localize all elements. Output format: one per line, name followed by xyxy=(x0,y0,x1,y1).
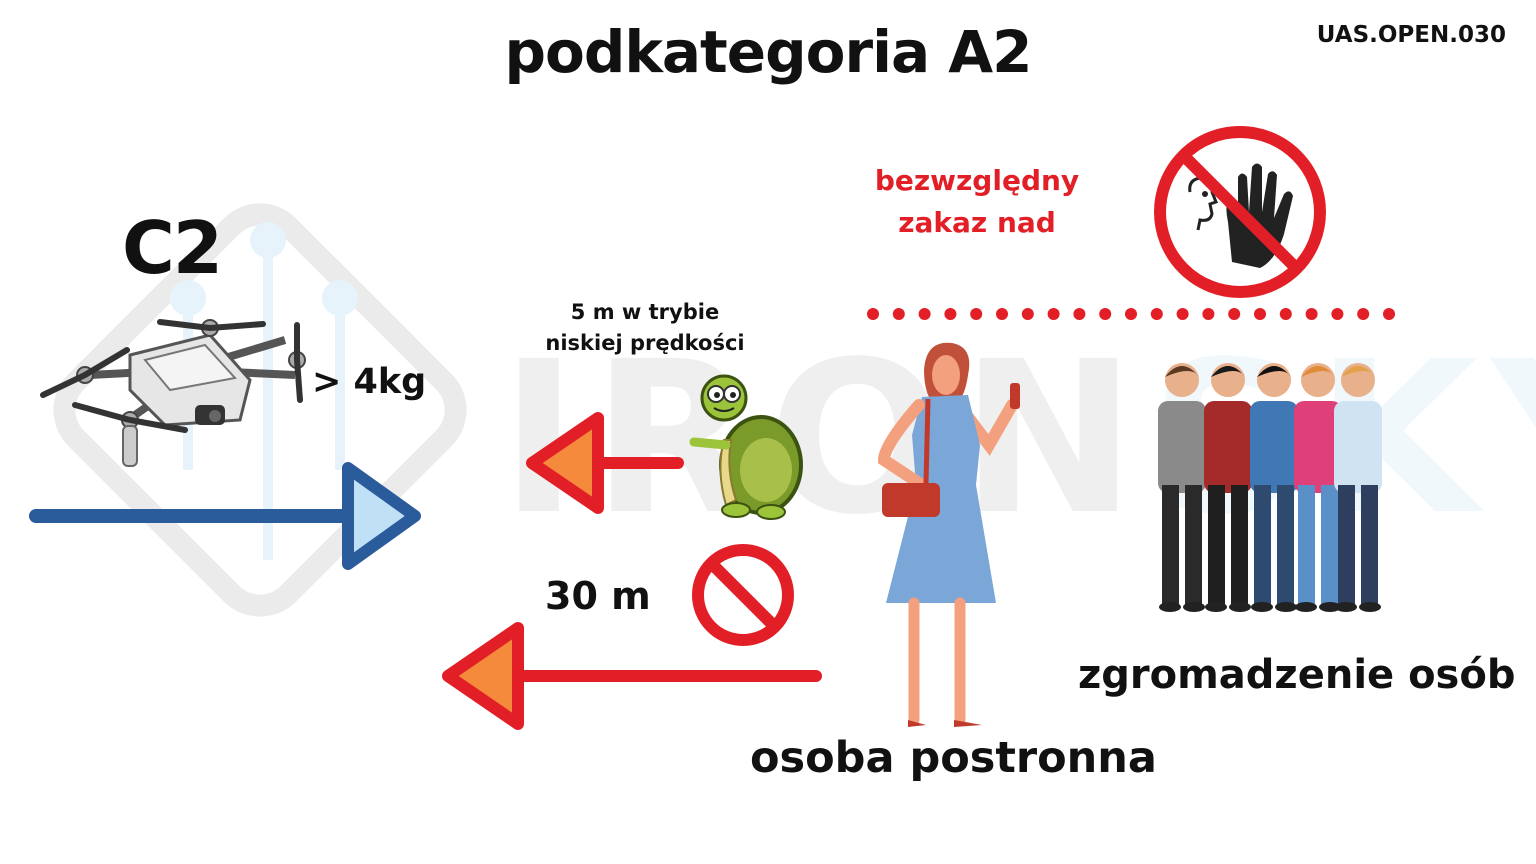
low-speed-label: 5 m w trybie niskiej prędkości xyxy=(540,297,750,359)
boundary-dot xyxy=(1047,308,1060,320)
crowd-person xyxy=(1158,363,1206,612)
crowd-person xyxy=(1250,363,1298,612)
crowd-person xyxy=(1204,363,1252,612)
crowd-label: zgromadzenie osób xyxy=(1078,652,1516,698)
boundary-dot xyxy=(1150,308,1163,320)
turtle-icon xyxy=(689,374,803,520)
boundary-dot xyxy=(970,308,983,320)
boundary-dot xyxy=(1331,308,1344,320)
boundary-dot xyxy=(1021,308,1034,320)
boundary-dot xyxy=(1125,308,1137,320)
crowd-person xyxy=(1334,363,1382,612)
woman-with-phone-icon xyxy=(877,342,1020,727)
boundary-dot xyxy=(892,308,905,320)
page-title: podkategoria A2 xyxy=(504,18,1032,86)
prohibition-line2: zakaz nad xyxy=(898,206,1056,239)
prohibition-label: bezwzględny zakaz nad xyxy=(862,160,1092,244)
boundary-dot xyxy=(1228,308,1241,320)
boundary-dot xyxy=(1305,308,1318,320)
boundary-dot xyxy=(918,308,931,320)
crowd-icon xyxy=(1158,363,1382,612)
boundary-dot xyxy=(1279,308,1292,320)
drone-class-label: C2 xyxy=(122,206,223,290)
blue-flight-arrow xyxy=(29,462,421,570)
distance-arrow xyxy=(442,622,822,730)
distance-label: 30 m xyxy=(545,574,651,618)
boundary-dot xyxy=(1099,308,1112,320)
boundary-dot xyxy=(1202,308,1215,320)
boundary-dot xyxy=(996,308,1008,320)
boundary-dot xyxy=(1073,308,1086,320)
watermark-iron: IRON xyxy=(500,316,1151,561)
boundary-dot xyxy=(944,308,957,320)
boundary-dot xyxy=(867,308,879,320)
boundary-dot xyxy=(1383,308,1395,320)
drone-weight-label: > 4kg xyxy=(312,362,427,402)
no-entry-icon xyxy=(692,544,794,646)
boundary-dot xyxy=(1176,308,1189,320)
low-speed-line2: niskiej prędkości xyxy=(545,331,745,355)
crowd-person xyxy=(1294,363,1342,612)
low-speed-line1: 5 m w trybie xyxy=(570,300,720,324)
boundary-dot xyxy=(1357,308,1370,320)
restricted-boundary-dots xyxy=(867,308,1395,320)
regulation-code: UAS.OPEN.030 xyxy=(1316,22,1506,48)
prohibition-line1: bezwzględny xyxy=(874,164,1080,197)
uninvolved-person-label: osoba postronna xyxy=(750,733,1157,783)
low-speed-arrow xyxy=(526,412,684,514)
stop-hand-sign-icon xyxy=(1154,126,1326,298)
boundary-dot xyxy=(1254,308,1266,320)
drone-icon xyxy=(40,319,306,467)
